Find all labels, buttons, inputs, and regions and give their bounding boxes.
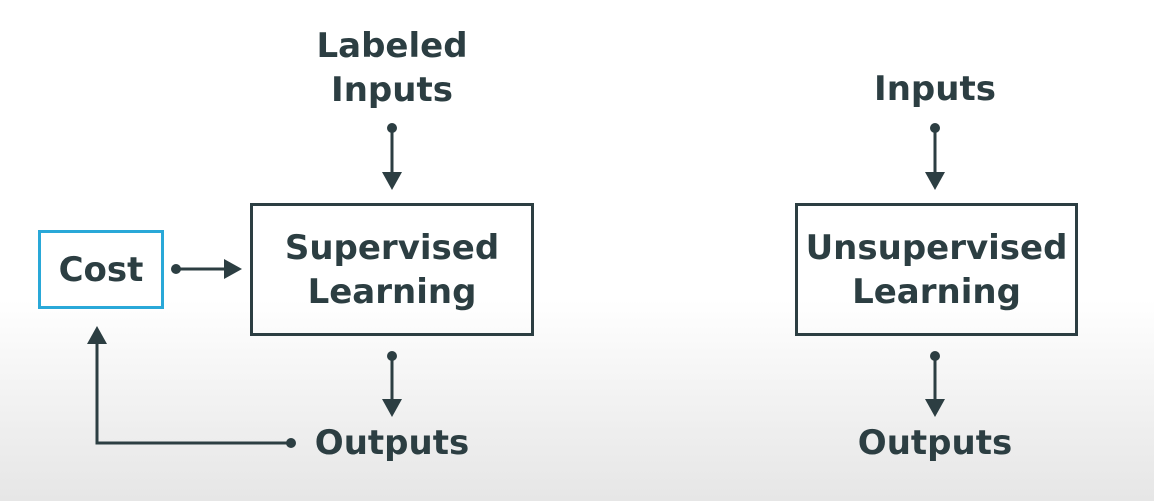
inputs-label: Inputs [874,69,996,109]
supervised-learning-box: Supervised Learning [250,203,534,336]
cost-box: Cost [38,230,164,309]
unsupervised-learning-text: Unsupervised Learning [806,226,1068,314]
supervised-outputs-label: Outputs [314,423,470,463]
arrow-cost-to-supervised [171,259,242,279]
labeled-inputs-line2: Inputs [331,70,453,110]
arrow-inputs-to-unsupervised [925,123,945,190]
arrow-labeled-inputs-to-supervised [382,123,402,190]
supervised-line2: Learning [307,271,477,312]
unsupervised-learning-box: Unsupervised Learning [795,203,1078,336]
arrow-outputs-feedback-to-cost [87,326,296,448]
supervised-line1: Supervised [284,227,500,268]
labeled-inputs-label: Labeled Inputs [292,24,492,112]
unsupervised-outputs-label: Outputs [857,423,1013,463]
supervised-learning-text: Supervised Learning [285,226,499,314]
arrow-unsupervised-to-outputs [925,351,945,417]
unsupervised-line1: Unsupervised [805,227,1068,268]
unsupervised-line2: Learning [852,271,1021,312]
cost-label: Cost [58,249,144,290]
labeled-inputs-line1: Labeled [316,26,468,66]
arrow-supervised-to-outputs [382,351,402,417]
